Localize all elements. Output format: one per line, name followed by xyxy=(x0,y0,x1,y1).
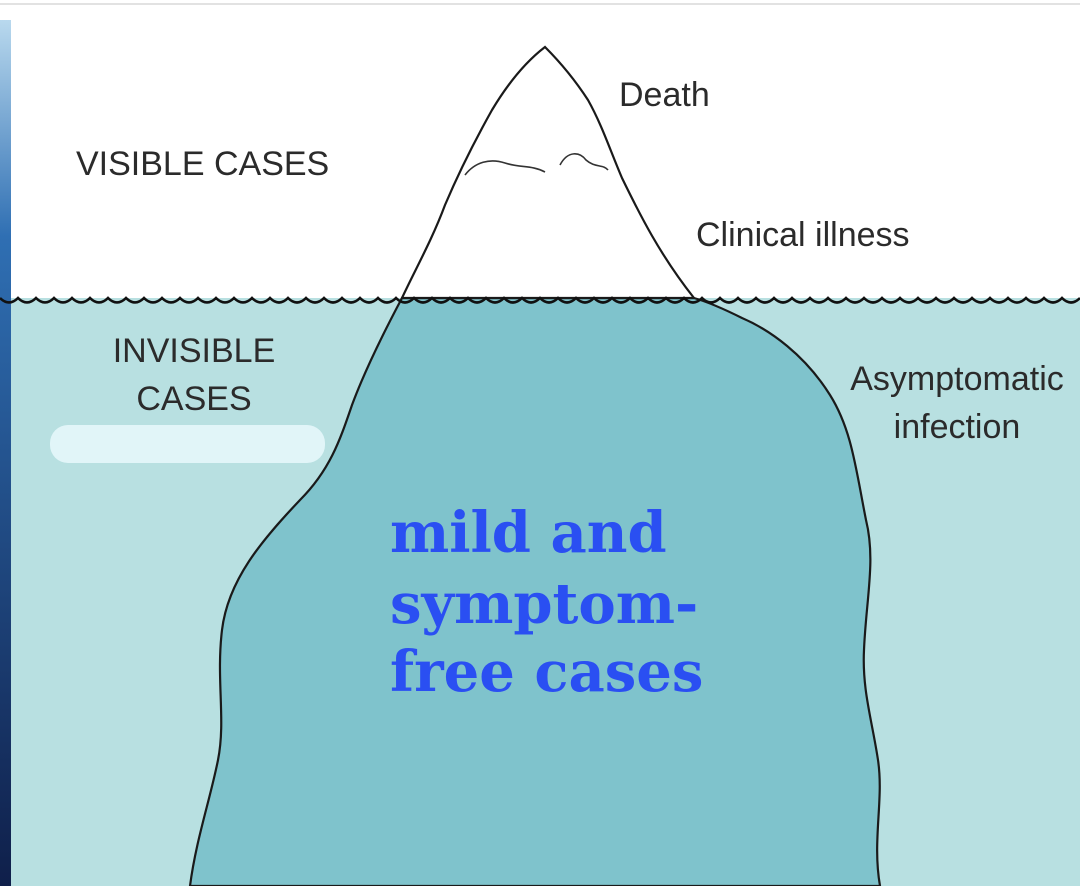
overlay-text-line3: free cases xyxy=(390,639,703,705)
overlay-text-line1: mild and xyxy=(390,500,667,566)
clinical-illness-label: Clinical illness xyxy=(696,216,910,254)
iceberg-tip xyxy=(400,45,697,300)
visible-cases-label: VISIBLE CASES xyxy=(76,145,329,183)
asymptomatic-label-line2: infection xyxy=(894,408,1021,446)
death-label: Death xyxy=(619,76,710,114)
overlay-text-line2: symptom- xyxy=(390,571,698,637)
invisible-cases-label-line1: INVISIBLE xyxy=(113,332,276,370)
snow-line xyxy=(464,153,609,176)
iceberg-underwater xyxy=(188,296,882,886)
asymptomatic-label-line1: Asymptomatic xyxy=(850,360,1064,398)
smudge-mark xyxy=(50,425,325,463)
left-edge-bar xyxy=(0,20,11,886)
waterline-wave xyxy=(0,296,1080,304)
invisible-cases-label-line2: CASES xyxy=(136,380,251,418)
